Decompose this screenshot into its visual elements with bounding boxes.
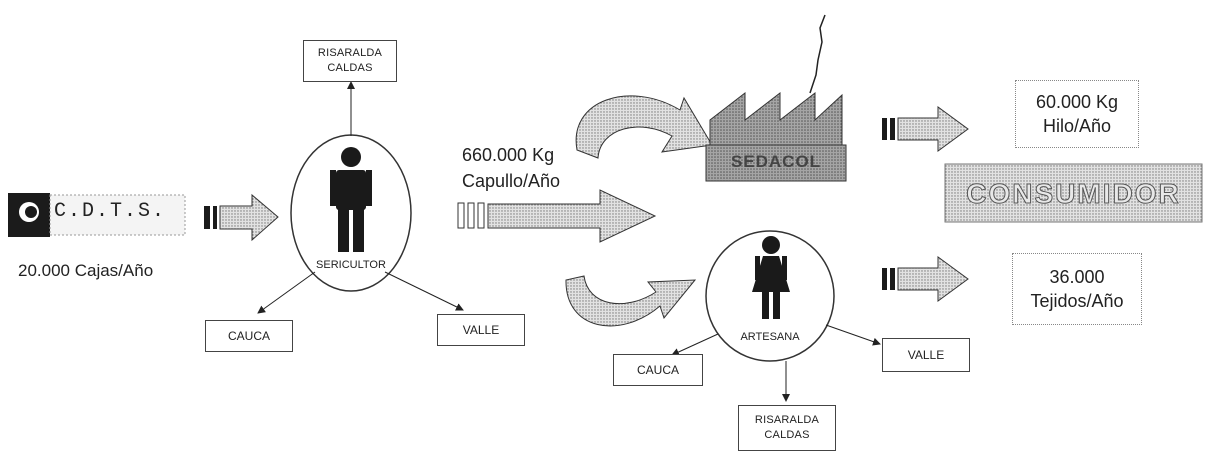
- artesana-destination-left: CAUCA: [613, 354, 703, 386]
- capullo-flow-label: 660.000 Kg Capullo/Año: [462, 145, 561, 191]
- arrow-capullo-flow: [457, 189, 657, 243]
- consumer-label: CONSUMIDOR: [966, 178, 1181, 210]
- hilo-output-box: 60.000 Kg Hilo/Año: [1015, 80, 1139, 148]
- connector-sericultor-left: [257, 271, 316, 314]
- curved-arrow-top: [575, 95, 713, 159]
- sericultor-destination-right: VALLE: [437, 314, 525, 346]
- arrow-to-sericultor: [204, 193, 279, 242]
- female-figure-icon: [752, 236, 790, 319]
- arrow-to-tejidos: [882, 256, 969, 302]
- cdts-logo-text: C.D.T.S.: [54, 200, 167, 223]
- connector-artesana-left: [671, 333, 719, 356]
- artesana-destination-right: VALLE: [882, 338, 970, 372]
- sericultor-destination-left: CAUCA: [205, 320, 293, 352]
- consumer-box: [944, 163, 1203, 223]
- tejidos-output-box: 36.000 Tejidos/Año: [1012, 253, 1142, 325]
- sericultor-label: SERICULTOR: [316, 259, 386, 271]
- factory-icon: [705, 14, 847, 182]
- artesana-label: ARTESANA: [740, 331, 800, 343]
- source-output-label: 20.000 Cajas/Año: [18, 261, 154, 280]
- connector-artesana-right: [825, 324, 881, 346]
- curved-arrow-bottom: [565, 275, 697, 327]
- sericultor-destination-top: RISARALDA CALDAS: [303, 40, 397, 82]
- cdts-logo: [8, 193, 186, 237]
- arrow-to-hilo: [882, 106, 969, 152]
- connector-sericultor-right: [384, 271, 464, 311]
- artesana-ellipse: [705, 230, 835, 362]
- male-figure-icon: [330, 147, 372, 252]
- factory-label: SEDACOL: [730, 152, 822, 171]
- artesana-destination-bottom: RISARALDA CALDAS: [738, 405, 836, 451]
